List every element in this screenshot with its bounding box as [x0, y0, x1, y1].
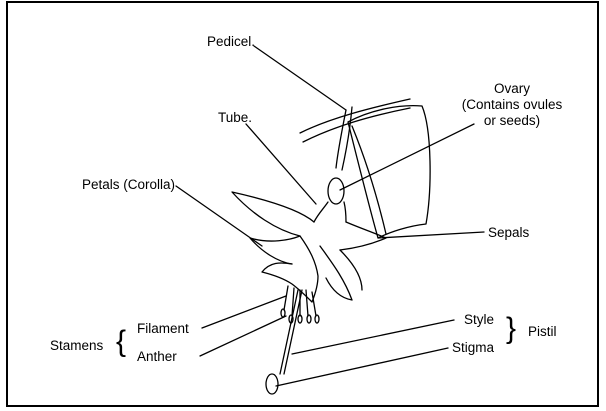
leader-stigma	[276, 348, 448, 386]
stamens-label: Stamens	[50, 338, 103, 354]
tube-drawing	[314, 202, 346, 222]
stem-drawing	[300, 99, 410, 142]
sepals-label: Sepals	[488, 225, 529, 241]
ovary-label-line2: (Contains ovules	[438, 97, 586, 113]
tube-label: Tube.	[218, 110, 252, 126]
filament-label: Filament	[137, 321, 189, 337]
leader-petals	[176, 186, 262, 246]
stigma-label: Stigma	[452, 340, 494, 356]
pistil-label: Pistil	[528, 324, 557, 340]
pistil-brace: }	[506, 314, 516, 344]
anther-label: Anther	[137, 349, 177, 365]
stamens-brace: {	[116, 327, 126, 357]
sepals-drawing	[232, 192, 386, 264]
leader-ovary	[340, 124, 474, 190]
stigma-drawing	[266, 374, 278, 394]
ovary-label-line1: Ovary	[438, 81, 586, 97]
ovary-label: Ovary (Contains ovules or seeds)	[438, 81, 586, 129]
upper-sepal-drawing	[348, 106, 430, 238]
petals-label: Petals (Corolla)	[82, 177, 175, 193]
ovary-drawing	[328, 178, 344, 204]
pedicel-label: Pedicel.	[207, 34, 255, 50]
leader-pedicel	[254, 46, 346, 110]
ovary-label-line3: or seeds)	[438, 113, 586, 129]
leader-anther	[200, 316, 286, 356]
leader-tube	[246, 124, 316, 204]
style-drawing	[280, 290, 302, 374]
leader-filament	[202, 296, 286, 328]
leader-sepals	[378, 232, 484, 238]
style-label: Style	[464, 312, 494, 328]
leader-style	[292, 320, 454, 354]
